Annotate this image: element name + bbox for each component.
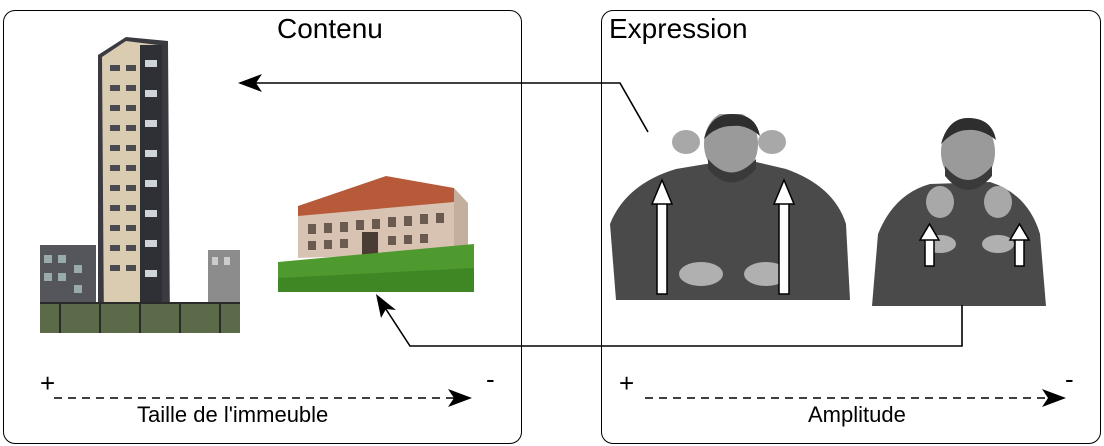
size-plus-sign: + — [40, 368, 56, 398]
amplitude-axis-label: Amplitude — [808, 402, 906, 427]
upward-motion-arrow-right — [772, 178, 796, 295]
upward-motion-arrow-left — [650, 178, 674, 295]
size-axis-label: Taille de l'immeuble — [137, 402, 329, 427]
expression-panel — [601, 10, 1101, 444]
arrow-large-to-tower — [238, 74, 649, 133]
amplitude-minus-sign: - — [1065, 364, 1074, 394]
tower-photo — [40, 35, 240, 333]
size-axis-arrow — [54, 389, 472, 407]
amplitude-plus-sign: + — [619, 368, 635, 398]
content-panel — [3, 10, 522, 444]
expression-title: Expression — [609, 13, 748, 44]
small-motion-arrow-right — [1008, 222, 1031, 267]
size-minus-sign: - — [486, 364, 495, 394]
signer-small-gesture-photo — [870, 114, 1048, 306]
amplitude-axis-arrow — [645, 389, 1066, 407]
house-photo — [278, 158, 474, 292]
content-title: Contenu — [277, 13, 383, 44]
arrow-small-to-house — [376, 294, 963, 347]
small-motion-arrow-left — [918, 222, 941, 267]
